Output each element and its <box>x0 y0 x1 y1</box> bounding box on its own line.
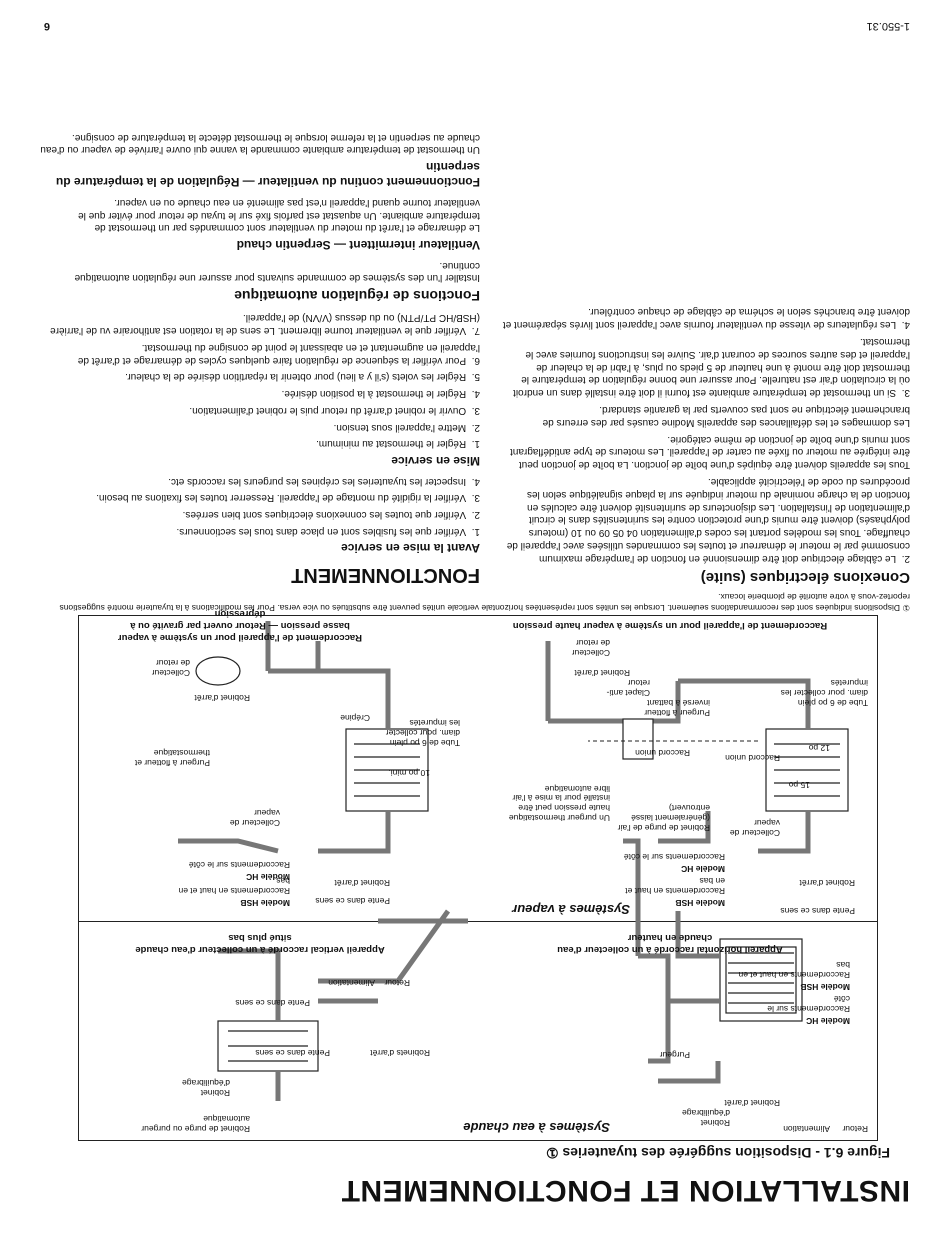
hw-label-equilibrage: Robinet d'équilibrage <box>682 1108 730 1128</box>
st-r-label-hc: Modèle HC <box>246 872 290 882</box>
hw-label-hc: Modèle HC <box>806 1016 850 1026</box>
st-label-15po: 15 po <box>788 780 810 790</box>
st-label-union1: Raccord union <box>725 753 780 763</box>
auto-control-heading: Fonctions de régulation automatique <box>234 288 480 305</box>
hw-label-arret: Robinet d'arrêt <box>724 1098 781 1108</box>
electrical-item-4: 4. Les régulateurs de vitesse du ventila… <box>502 306 910 331</box>
hw-right-pipes <box>218 909 468 1101</box>
st-r-label-arret: Robinet d'arrêt <box>334 878 391 888</box>
startup-item-6: 6. Pour vérifier la séquence de régulati… <box>77 341 480 366</box>
st-left-caption: Raccordement de l'appareil pour un systè… <box>512 620 828 631</box>
startup-item-4: 4. Régler le thermostat à la position dé… <box>281 388 480 400</box>
operation-title: FONCTIONNEMENT <box>291 564 480 586</box>
st-label-collecteur-retour: Collecteur de retour <box>571 638 610 658</box>
intermittent-heading: Ventilateur intermittent — Serpentin cha… <box>236 237 480 252</box>
page-number: 6 <box>43 20 50 32</box>
startup-item-1: 1. Régler le thermostat au minimum. <box>316 438 480 450</box>
hw-label-retour-r: Retour <box>384 978 410 988</box>
st-label-12po: 12 po <box>808 743 830 753</box>
hw-label-hsb: Modèle HSB <box>800 982 850 992</box>
st-label-arret2: Robinet d'arrêt <box>574 668 631 678</box>
doc-code: 1-550.31 <box>866 20 910 32</box>
before-item-3: 3. Vérifier la rigidité du montage de l'… <box>96 492 480 504</box>
st-r-label-pente: Pente dans ce sens <box>315 896 390 906</box>
st-r-label-hsb: Modèle HSB <box>240 898 290 908</box>
st-r-label-10po: 10 po mini. <box>388 768 430 778</box>
figure-footnote: ① Dispositions indiquées sont des recomm… <box>59 591 910 613</box>
st-r-label-arret2: Robinet d'arrêt <box>194 693 251 703</box>
hw-left-pipes <box>623 838 721 1084</box>
st-r-label-collecteur-retour: Collecteur de retour <box>151 658 190 678</box>
st-label-hsb: Modèle HSB <box>675 898 725 908</box>
hw-label-equilibrage-r: Robinet d'équilibrage <box>182 1078 230 1098</box>
steam-lp-unit <box>345 728 429 812</box>
startup-item-7: 7. Vérifier que le ventilateur tourne li… <box>50 312 480 336</box>
st-label-pente: Pente dans ce sens <box>780 906 855 916</box>
hw-label-pente2: Pente dans ce sens <box>235 998 310 1008</box>
st-label-arret: Robinet d'arrêt <box>799 878 856 888</box>
st-label-flotteur: Purgeur à flotteur inversé à battant <box>644 698 710 718</box>
continuous-heading: Fonctionnement continu du ventilateur — … <box>55 159 480 190</box>
st-label-collecteur: Collecteur de vapeur <box>729 818 780 838</box>
hw-horizontal-unit <box>719 938 803 1022</box>
electrical-item-2: 2. Le câblage électrique doit être dimen… <box>506 476 910 564</box>
steam-hp-pipes <box>545 641 811 854</box>
figure-title: Figure 6.1 - Disposition suggérée des tu… <box>546 1145 890 1161</box>
st-label-union2: Raccord union <box>635 748 690 758</box>
st-label-racc-cote: Raccordements sur le côté <box>623 852 725 862</box>
page-title: INSTALLATION ET FONCTIONNEMENT <box>341 1174 910 1207</box>
steam-lp-pipes <box>178 621 391 854</box>
before-item-4: 4. Inspecter les tuyauteries les crépine… <box>168 475 480 487</box>
electrical-warranty: Les dommages et les défaillances des app… <box>542 404 910 428</box>
st-label-tube: Tube de 6 po plein diam. pour collecter … <box>780 678 868 708</box>
startup-item-5: 5. Régler les volets (s'il y a lieu) pou… <box>125 371 480 383</box>
hw-label-racc-cote: Raccordements sur le côté <box>767 994 850 1014</box>
before-item-2: 2. Vérifier que toutes les connexions él… <box>182 509 480 521</box>
piping-diagrams <box>178 621 849 1101</box>
auto-control-para: Installer l'un des systèmes de commande … <box>74 259 480 284</box>
st-label-purgeur-thermo: Un purgeur thermostatique haute pression… <box>508 783 610 823</box>
hw-left-caption: Appareil horizontal raccordé à un collec… <box>557 932 783 955</box>
hw-label-retour: Retour <box>842 1124 868 1134</box>
startup-heading: Mise en service <box>391 453 480 468</box>
electrical-junction: Tous les appareils doivent être équipés … <box>510 433 910 471</box>
startup-item-3: 3. Ouvrir le robinet d'arrêt du retour p… <box>189 404 480 416</box>
st-r-label-flotteur: Purgeur à flotteur et thermostatique <box>134 748 210 768</box>
hw-label-pente1: Pente dans ce sens <box>255 1048 330 1058</box>
hw-label-alimentation: Alimentation <box>783 1124 830 1134</box>
before-start-heading: Avant la mise en service <box>341 541 480 556</box>
hw-label-purge: Robinet de purge ou purgeur automatique <box>141 1114 250 1134</box>
hw-label-racc-haut-bas: Raccordements en haut et en bas <box>738 960 850 980</box>
before-item-1: 1. Vérifier que les fusibles sont en pla… <box>176 526 480 538</box>
st-label-hc: Modèle HC <box>681 864 725 874</box>
continuous-para: Un thermostat de température ambiante co… <box>40 131 480 156</box>
hw-label-purgeur: Purgeur <box>659 1050 690 1060</box>
st-label-clapet: Clapet anti-retour <box>606 678 650 698</box>
hw-right-caption: Appareil vertical raccordé à un collecte… <box>135 932 385 955</box>
steam-hp-unit <box>765 728 849 812</box>
st-label-racc-haut-bas: Raccordements en haut et en bas <box>625 876 725 896</box>
st-r-label-racc-cote: Raccordements sur le côté <box>188 860 290 870</box>
electrical-column: Conexions électriques (suite) 2. Le câbl… <box>500 301 910 587</box>
electrical-item-3: 3. Si un thermostat de température ambia… <box>513 336 910 399</box>
st-label-purge-air: Robinet de purge de l'air (généralement … <box>617 803 710 833</box>
startup-item-2: 2. Mettre l'appareil sous tension. <box>333 421 480 433</box>
electrical-heading: Conexions électriques (suite) <box>700 569 910 586</box>
intermittent-para: Le démarrage et l'arrêt du moteur du ven… <box>78 196 480 234</box>
hw-label-arrets: Robinets d'arrêt <box>370 1048 430 1058</box>
hw-vertical-unit <box>217 1020 319 1072</box>
st-r-label-collecteur: Collecteur de vapeur <box>229 808 280 828</box>
st-r-label-crepine: Crépine <box>340 713 370 723</box>
hw-label-alim-r: Alimentation <box>328 978 375 988</box>
operation-column: FONCTIONNEMENT Avant la mise en service … <box>40 126 480 587</box>
st-r-label-tube: Tube de 6 po plein diam. pour collecter … <box>385 718 460 748</box>
